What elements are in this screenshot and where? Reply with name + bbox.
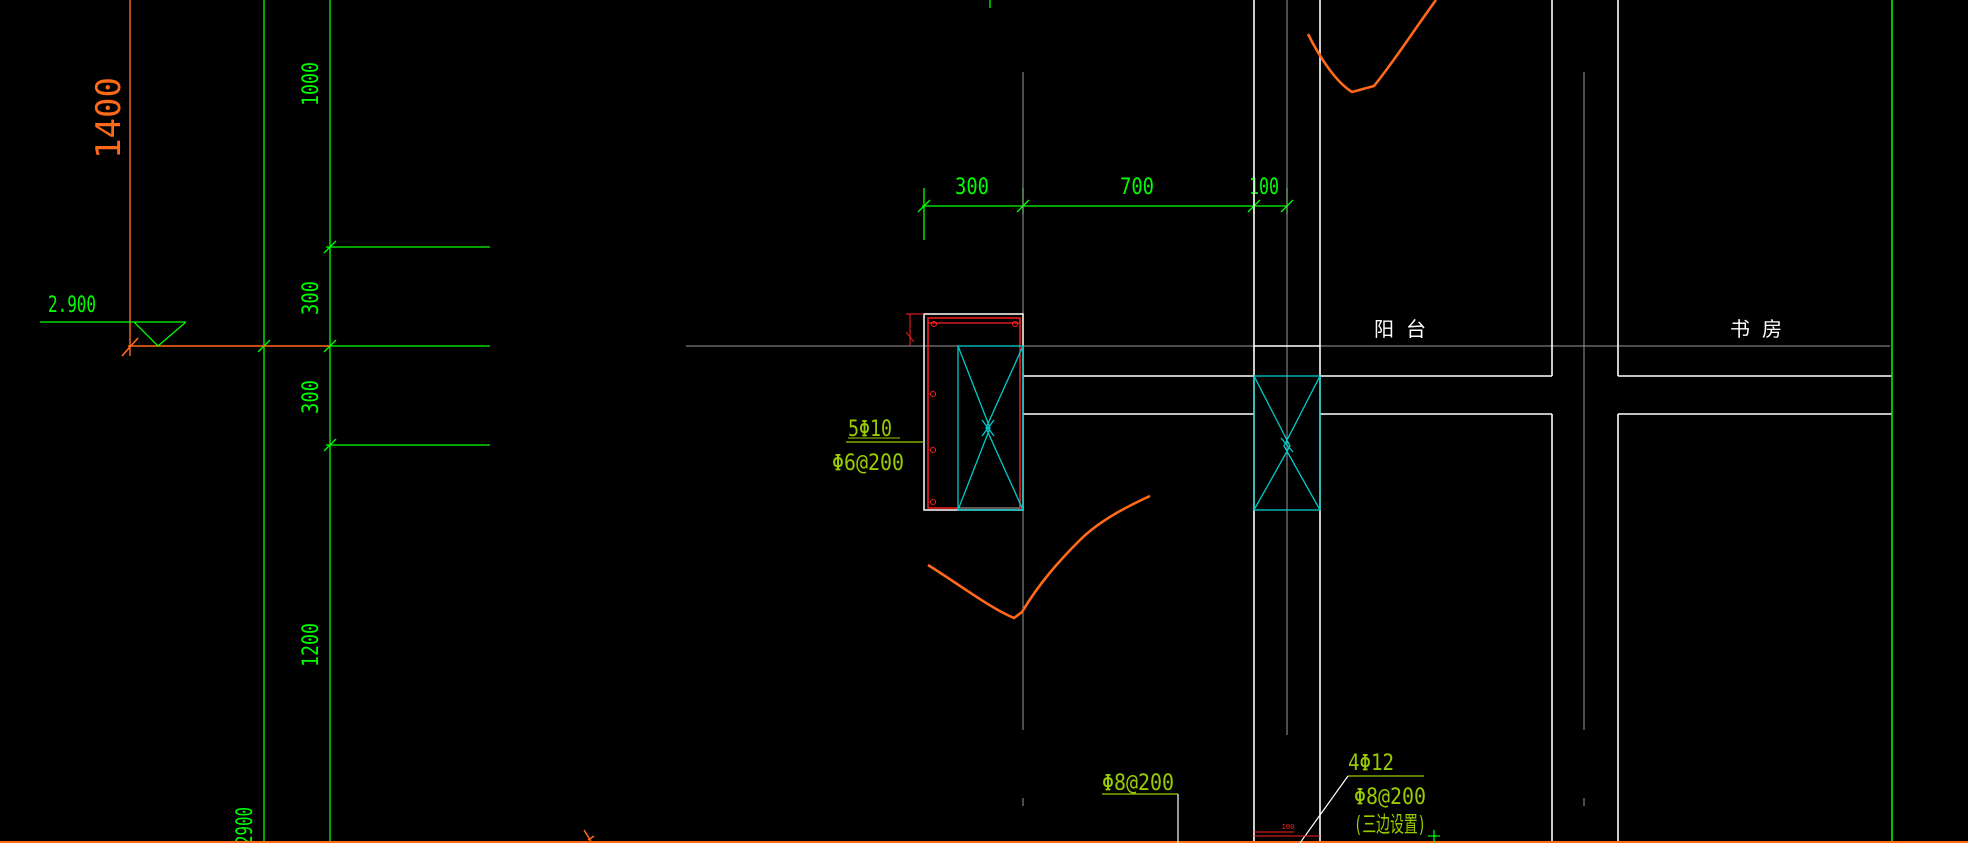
dim-text-2900: 2900 <box>233 807 258 843</box>
beam-stirrup-label: Φ6@200 <box>832 451 904 476</box>
walls <box>1023 0 1892 843</box>
rebar-dot <box>931 321 937 327</box>
dim-text-1200: 1200 <box>299 623 324 667</box>
beam-red-dim-tick <box>905 331 915 343</box>
beam-rebar-labels: 5Φ10 Φ6@200 <box>832 417 924 476</box>
junction-box <box>1253 375 1321 511</box>
wall-junction-section <box>1253 375 1321 511</box>
rebar-dot <box>1012 321 1018 327</box>
elevation-text-1400: 1400 <box>89 77 129 159</box>
dim-text-1000: 1000 <box>299 62 324 106</box>
section-break-zigzag <box>957 345 991 511</box>
beam-main-rebar-label: 5Φ10 <box>848 417 892 442</box>
dim-tick <box>917 199 931 213</box>
tiny-bottom-dimension: 100 <box>1254 823 1320 837</box>
junction-zigzag <box>1283 375 1321 511</box>
bottom-orange-tick <box>583 829 593 843</box>
right-note-label: (三边设置) <box>1354 813 1426 838</box>
bottom-stirrup-callout: Φ8@200 <box>1102 771 1179 843</box>
dim-text-300-lower: 300 <box>299 380 324 414</box>
section-break-zigzag <box>985 345 1024 511</box>
left-dimension-column: 1000 300 300 1200 2900 <box>233 0 490 843</box>
top-dim-text-300: 300 <box>955 175 989 200</box>
room-label-study: 书 房 <box>1730 317 1782 341</box>
junction-zigzag <box>1253 375 1291 511</box>
level-text: 2.900 <box>48 293 96 318</box>
right-stirrup-label: Φ8@200 <box>1354 785 1426 810</box>
dim-tick <box>323 438 337 452</box>
right-leader-diagonal <box>1299 775 1349 843</box>
right-rebar-callout: 4Φ12 Φ8@200 (三边设置) <box>1299 751 1440 843</box>
beam-section-left <box>905 313 1024 511</box>
section-cross <box>981 419 995 437</box>
bottom-orange-tick <box>587 835 595 841</box>
rebar-dot <box>930 447 936 453</box>
junction-cross <box>1280 437 1294 453</box>
break-curve-middle <box>927 494 1151 620</box>
rebar-dot <box>930 499 936 505</box>
room-label-balcony: 阳 台 <box>1374 317 1426 341</box>
dim-tick <box>323 240 337 254</box>
level-triangle-icon <box>133 321 187 347</box>
elevation-tick <box>121 337 139 357</box>
right-main-rebar-label: 4Φ12 <box>1348 751 1394 776</box>
rebar-dot <box>930 391 936 397</box>
tiny-dim-text: 100 <box>1282 823 1295 831</box>
bottom-stirrup-label: Φ8@200 <box>1102 771 1174 796</box>
break-curve-top <box>1306 0 1438 94</box>
beam-outline <box>923 313 1024 511</box>
section-break-box <box>957 345 1024 511</box>
center-lines <box>989 0 1585 806</box>
level-marker: 2.900 <box>40 293 187 347</box>
elevation-dimension: 1400 <box>89 0 330 357</box>
top-dim-text-700: 700 <box>1120 175 1154 200</box>
top-dimension-chain: 300 700 100 <box>917 175 1294 240</box>
dim-text-300-upper: 300 <box>299 281 324 315</box>
